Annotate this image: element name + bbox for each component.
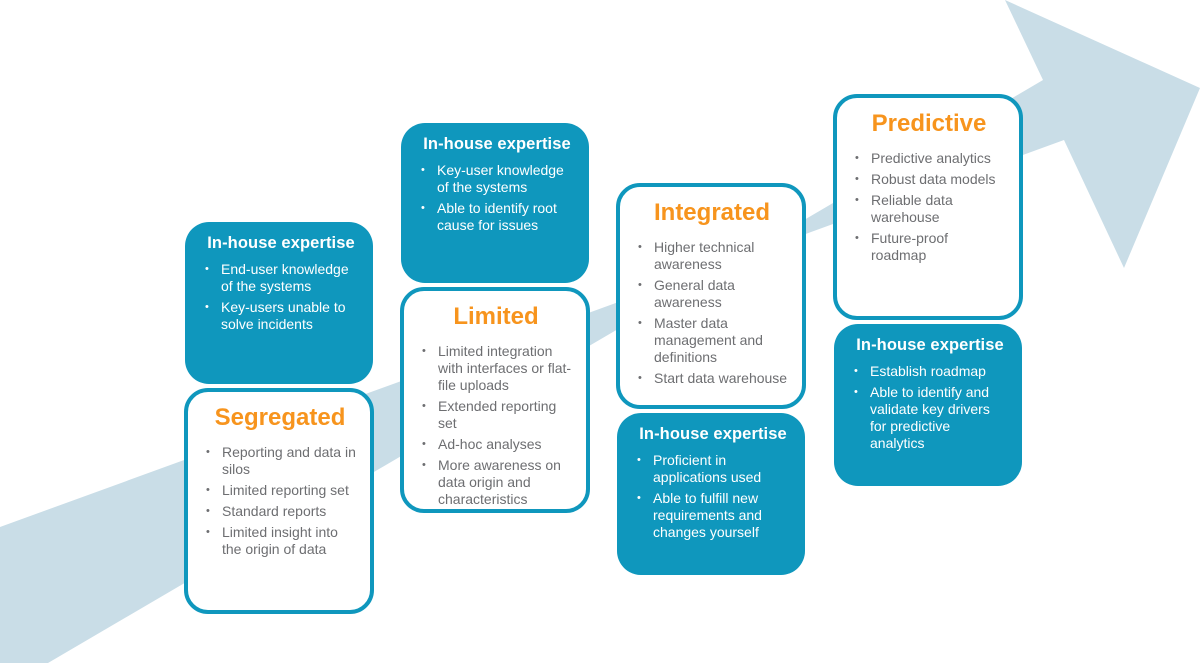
list-item: Reporting and data in silos — [204, 444, 356, 478]
list-item: Limited reporting set — [204, 482, 356, 499]
list-item: Able to identify root cause for issues — [419, 200, 575, 234]
list-item: Higher technical awareness — [636, 239, 788, 273]
expertise-title: In-house expertise — [639, 425, 787, 443]
stage-title: Integrated — [653, 199, 770, 226]
expertise-list: Proficient in applications used Able to … — [635, 452, 791, 541]
list-item: General data awareness — [636, 277, 788, 311]
list-item: Key-user knowledge of the systems — [419, 162, 575, 196]
expertise-list: Key-user knowledge of the systems Able t… — [419, 162, 575, 234]
stage-list: Limited integration with interfaces or f… — [420, 343, 572, 508]
list-item: Proficient in applications used — [635, 452, 791, 486]
expertise-list: Establish roadmap Able to identify and v… — [852, 363, 1008, 452]
stage-box-predictive: Predictive Predictive analytics Robust d… — [833, 94, 1023, 320]
stage-box-integrated: Integrated Higher technical awareness Ge… — [616, 183, 806, 409]
list-item: Master data management and definitions — [636, 315, 788, 366]
list-item: Able to fulfill new requirements and cha… — [635, 490, 791, 541]
list-item: Predictive analytics — [853, 150, 1005, 167]
stage-box-limited: Limited Limited integration with interfa… — [400, 287, 590, 513]
stage-title: Limited — [453, 303, 539, 330]
stage-title: Predictive — [871, 110, 987, 137]
expertise-title: In-house expertise — [207, 234, 355, 252]
list-item: Key-users unable to solve incidents — [203, 299, 359, 333]
stage-list: Reporting and data in silos Limited repo… — [204, 444, 356, 558]
list-item: End-user knowledge of the systems — [203, 261, 359, 295]
list-item: Extended reporting set — [420, 398, 572, 432]
stage-title: Segregated — [214, 404, 346, 431]
list-item: Able to identify and validate key driver… — [852, 384, 1008, 452]
list-item: Ad-hoc analyses — [420, 436, 572, 453]
expertise-list: End-user knowledge of the systems Key-us… — [203, 261, 359, 333]
list-item: Establish roadmap — [852, 363, 1008, 380]
list-item: Start data warehouse — [636, 370, 788, 387]
stage-list: Predictive analytics Robust data models … — [853, 150, 1005, 264]
expertise-title: In-house expertise — [423, 135, 571, 153]
expertise-box-limited: In-house expertise Key-user knowledge of… — [401, 123, 589, 283]
expertise-box-integrated: In-house expertise Proficient in applica… — [617, 413, 805, 575]
list-item: Limited integration with interfaces or f… — [420, 343, 572, 394]
list-item: Future-proof roadmap — [853, 230, 1005, 264]
list-item: Limited insight into the origin of data — [204, 524, 356, 558]
stage-list: Higher technical awareness General data … — [636, 239, 788, 387]
list-item: Robust data models — [853, 171, 1005, 188]
stage-box-segregated: Segregated Reporting and data in silos L… — [184, 388, 374, 614]
expertise-box-segregated: In-house expertise End-user knowledge of… — [185, 222, 373, 384]
list-item: Standard reports — [204, 503, 356, 520]
expertise-title: In-house expertise — [856, 336, 1004, 354]
expertise-box-predictive: In-house expertise Establish roadmap Abl… — [834, 324, 1022, 486]
list-item: Reliable data warehouse — [853, 192, 1005, 226]
list-item: More awareness on data origin and charac… — [420, 457, 572, 508]
